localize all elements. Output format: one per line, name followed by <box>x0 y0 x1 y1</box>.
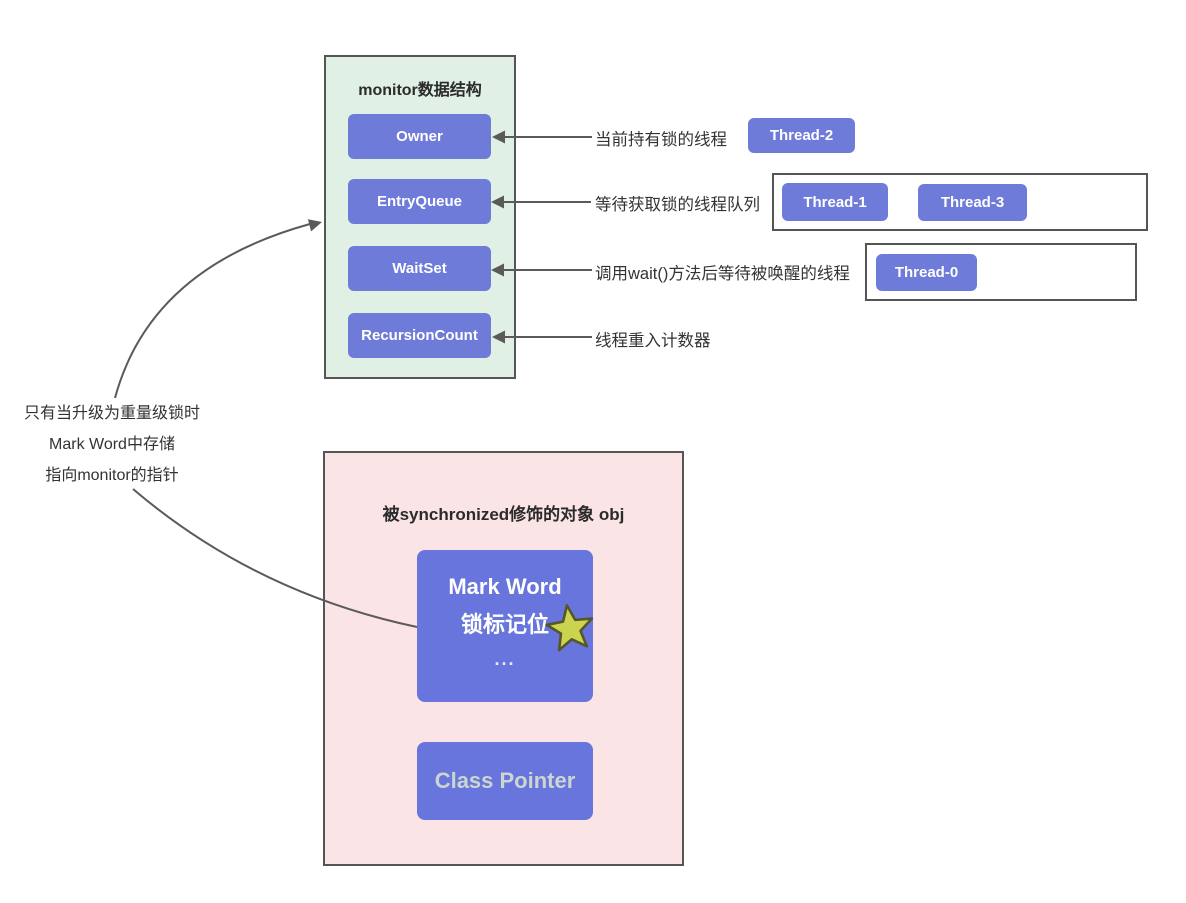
upgrade-note-line-1: 只有当升级为重量级锁时 <box>23 405 200 422</box>
mark-word-box: Mark Word 锁标记位 ... <box>417 550 593 702</box>
entry-queue-thread-1: Thread-1 <box>782 183 888 221</box>
monitor-field-recursioncount: RecursionCount <box>348 313 491 358</box>
monitor-field-entryqueue: EntryQueue <box>348 179 491 224</box>
class-pointer-box: Class Pointer <box>417 742 593 820</box>
note-to-monitor-curve <box>114 223 311 399</box>
monitor-field-waitset: WaitSet <box>348 246 491 291</box>
arrowhead-monitor-curve <box>307 219 322 232</box>
monitor-box-title: monitor数据结构 <box>358 82 482 99</box>
annotation-entryqueue: 等待获取锁的线程队列 <box>595 196 760 214</box>
synchronized-object-title: 被synchronized修饰的对象 obj <box>382 505 625 524</box>
upgrade-note: 只有当升级为重量级锁时 Mark Word中存储 指向monitor的指针 <box>6 398 218 491</box>
entry-queue-thread-3: Thread-3 <box>918 184 1027 221</box>
wait-set-thread-0: Thread-0 <box>876 254 977 291</box>
monitor-field-owner: Owner <box>348 114 491 159</box>
star-icon <box>545 604 594 652</box>
annotation-waitset: 调用wait()方法后等待被唤醒的线程 <box>595 265 850 283</box>
upgrade-note-line-3: 指向monitor的指针 <box>45 467 179 484</box>
mark-word-ellipsis: ... <box>494 649 516 669</box>
upgrade-note-line-2: Mark Word中存储 <box>49 436 175 453</box>
annotation-owner: 当前持有锁的线程 <box>595 131 727 149</box>
mark-word-title: Mark Word <box>448 574 562 599</box>
annotation-recursioncount: 线程重入计数器 <box>595 332 711 350</box>
lock-flag-label: 锁标记位 <box>460 612 549 637</box>
owner-thread-chip: Thread-2 <box>748 118 855 153</box>
